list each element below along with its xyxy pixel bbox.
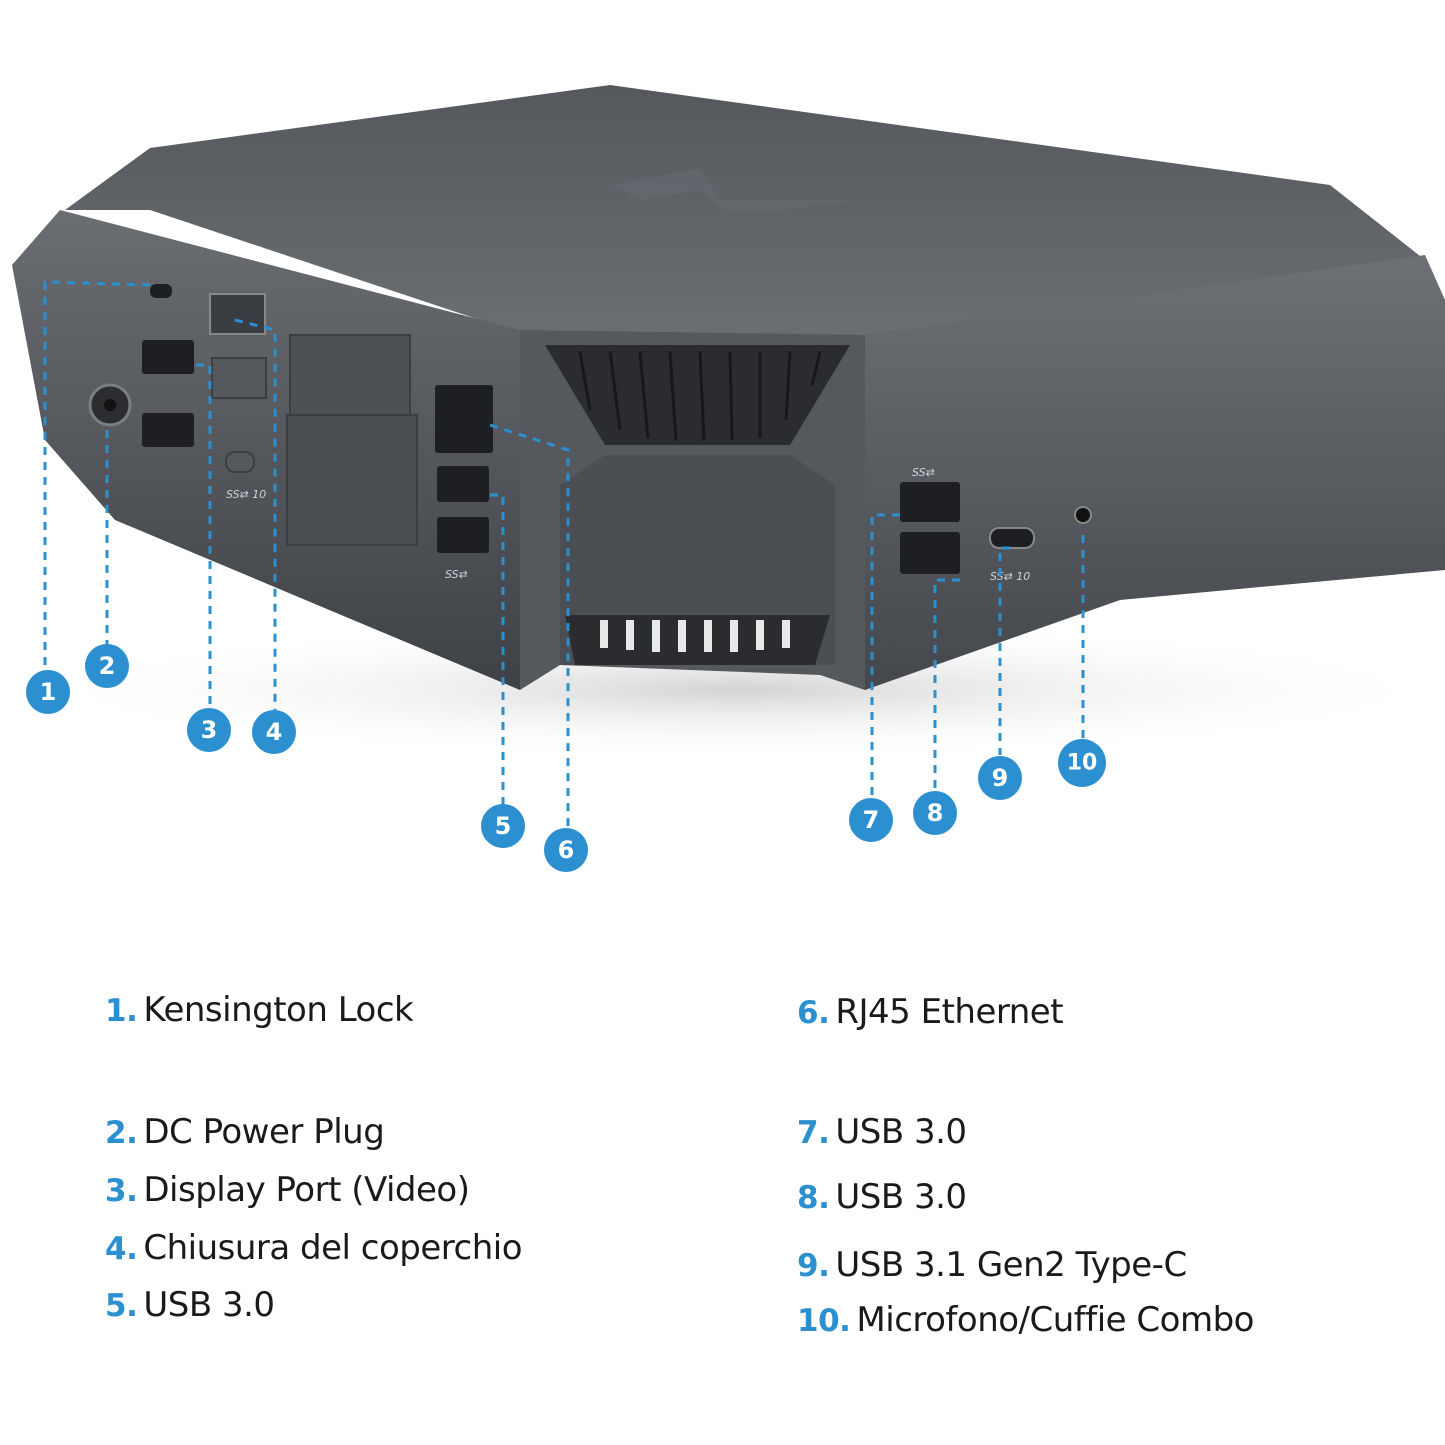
- rj45-port: [435, 385, 493, 453]
- legend-item-2: 2.DC Power Plug: [105, 1112, 385, 1152]
- display-port-2: [142, 413, 194, 447]
- device-shadow: [20, 620, 1445, 760]
- legend-item-8: 8.USB 3.0: [797, 1177, 967, 1217]
- svg-text:5: 5: [495, 812, 512, 840]
- usb-a-port-5b: [437, 517, 489, 553]
- device-left-panel: [12, 210, 520, 690]
- callout-4: 4: [252, 710, 296, 754]
- svg-text:7: 7: [863, 806, 880, 834]
- top-vent-fins: [578, 351, 822, 441]
- usb-a-port-8: [900, 532, 960, 574]
- device-diagram: SS⇄ SS⇄ SS⇄ 10 SS⇄ 10 1 2 3 4 5 6 7 8 9 …: [12, 85, 1445, 872]
- center-pillar: [560, 455, 835, 665]
- device-right-panel: [865, 255, 1445, 690]
- port-marking-7: SS⇄: [912, 466, 935, 479]
- usb-c-port-9: [989, 527, 1035, 549]
- port-marking-5: SS⇄: [445, 568, 468, 581]
- legend-item-5: 5.USB 3.0: [105, 1285, 275, 1325]
- legend-item-1: 1.Kensington Lock: [105, 990, 414, 1030]
- callout-5: 5: [481, 804, 525, 848]
- device-top-panel: [65, 85, 1425, 345]
- audio-jack-10: [1074, 506, 1092, 524]
- usb-a-port-5a: [437, 466, 489, 502]
- legend-item-4: 4.Chiusura del coperchio: [105, 1228, 522, 1268]
- callout-3: 3: [187, 708, 231, 752]
- svg-text:4: 4: [266, 718, 283, 746]
- callout-2: 2: [85, 644, 129, 688]
- usb-a-port-7: [900, 482, 960, 522]
- top-vent: [545, 345, 850, 445]
- display-port-1: [142, 340, 194, 374]
- legend-item-10: 10.Microfono/Cuffie Combo: [797, 1300, 1254, 1340]
- flex-module-bay: [211, 357, 267, 399]
- bottom-vent-fins: [600, 620, 790, 652]
- usb-c-port-left: [225, 451, 255, 473]
- callout-7: 7: [849, 798, 893, 842]
- legend-item-9: 9.USB 3.1 Gen2 Type-C: [797, 1245, 1187, 1285]
- svg-text:1: 1: [40, 678, 57, 706]
- svg-text:2: 2: [99, 652, 116, 680]
- expansion-cover-2: [286, 414, 418, 546]
- lid-latch: [209, 293, 266, 335]
- callout-1: 1: [26, 670, 70, 714]
- svg-text:8: 8: [927, 799, 944, 827]
- legend-item-3: 3.Display Port (Video): [105, 1170, 470, 1210]
- device-illustration: SS⇄ SS⇄ SS⇄ 10 SS⇄ 10 1 2 3 4 5 6 7 8 9 …: [12, 85, 1445, 872]
- callout-8: 8: [913, 791, 957, 835]
- callout-6: 6: [544, 828, 588, 872]
- legend-item-6: 6.RJ45 Ethernet: [797, 992, 1064, 1032]
- callout-10: 10: [1058, 739, 1106, 787]
- kensington-lock-slot: [150, 284, 172, 298]
- legend-item-7: 7.USB 3.0: [797, 1112, 967, 1152]
- svg-text:6: 6: [558, 836, 575, 864]
- callout-leaders: [43, 280, 1085, 830]
- svg-text:10: 10: [1067, 751, 1098, 776]
- device-logo-mark: [612, 168, 860, 212]
- callout-9: 9: [978, 756, 1022, 800]
- port-marking-9: SS⇄ 10: [990, 570, 1030, 583]
- port-marking-left-usbc: SS⇄ 10: [226, 488, 266, 501]
- svg-text:9: 9: [992, 764, 1009, 792]
- svg-text:3: 3: [201, 716, 218, 744]
